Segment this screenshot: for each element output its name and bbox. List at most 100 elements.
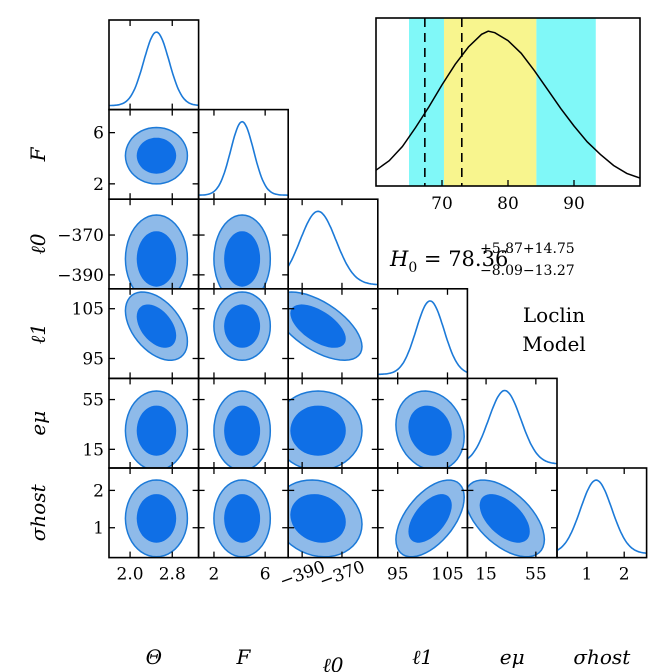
panel-3-1 (197, 287, 290, 380)
panel-content (109, 31, 199, 107)
panel-2-0: −390 −370 (57, 198, 200, 290)
y-axis-label-4: eμ (26, 411, 50, 436)
model-label-line1: Loclin (523, 303, 585, 327)
contour-68-4-0 (136, 405, 177, 456)
y-axis-label-1: F (26, 146, 50, 162)
contour-68-3-0 (136, 304, 177, 348)
contour-68-1-0 (136, 137, 177, 174)
y-tick-label: −370 (57, 226, 104, 246)
panel-content (124, 390, 189, 468)
x-tick-label: −370 (317, 557, 368, 592)
panel-2-2 (287, 198, 379, 290)
contour-68-2-1 (224, 231, 261, 287)
panel-content (213, 390, 272, 468)
x-axis-label-0: Θ (146, 645, 162, 669)
panel-frame (287, 198, 379, 290)
inset-x-tick-label: 90 (563, 194, 585, 214)
y-tick-label: 2 (93, 481, 104, 501)
y-tick-label: 2 (93, 175, 104, 195)
contour-68-3-2 (290, 304, 346, 348)
inset-x-tick-label: 70 (431, 194, 453, 214)
x-tick-label: 2 (619, 565, 630, 585)
panel-content (395, 479, 465, 558)
y-axis-label-5: σhost (26, 483, 50, 541)
inset-x-tick-label: 80 (497, 194, 519, 214)
contour-68-5-2 (290, 494, 346, 543)
panel-4-1 (197, 377, 290, 469)
panel-frame (556, 467, 648, 559)
inset-posterior-curve (375, 30, 641, 179)
y-tick-label: 105 (72, 300, 104, 320)
panel-0-0 (108, 19, 200, 111)
marginal-curve-σhost (557, 479, 647, 554)
h0-estimate: H0 = 78.36 (389, 247, 508, 276)
contour-68-3-1 (224, 304, 261, 348)
x-axis-label-3: ℓ1 (412, 645, 433, 669)
x-tick-label: 15 (475, 565, 497, 585)
panel-1-1 (197, 108, 290, 200)
panel-content (288, 390, 363, 468)
marginal-curve-eμ (467, 389, 557, 465)
x-tick-label: 2.0 (117, 565, 144, 585)
y-tick-label: −390 (57, 266, 104, 286)
y-axis-label-2: ℓ0 (26, 233, 50, 254)
contour-68-5-0 (136, 494, 177, 543)
panel-content (124, 291, 189, 361)
y-tick-label: 6 (93, 124, 104, 144)
x-axis-label-4: eμ (500, 645, 525, 669)
x-axis-label-5: σhost (573, 645, 631, 669)
panel-3-2 (287, 287, 379, 380)
marginal-curve-Θ (109, 31, 199, 107)
contour-68-5-1 (224, 494, 261, 543)
panel-3-0: 95 105 (72, 287, 200, 380)
y-tick-label: 1 (93, 519, 104, 539)
contour-68-4-3 (408, 405, 452, 456)
inset-band-1 (443, 18, 537, 186)
panel-content (288, 210, 378, 286)
panel-content (124, 214, 189, 289)
x-tick-label: 55 (525, 565, 547, 585)
panel-content (124, 126, 189, 185)
panel-content (213, 291, 272, 362)
panel-content (395, 390, 465, 468)
x-tick-label: 105 (431, 565, 463, 585)
y-tick-label: 15 (82, 440, 104, 460)
inset-band-0 (409, 18, 444, 186)
panel-content (213, 479, 272, 558)
panel-content (198, 120, 289, 196)
panel-frame (466, 377, 558, 469)
x-tick-label: 2.8 (159, 565, 186, 585)
contour-68-4-1 (224, 405, 261, 456)
contour-68-2-0 (136, 231, 177, 287)
x-tick-label: 2 (209, 565, 220, 585)
panel-content (377, 300, 468, 376)
x-axis-label-1: F (235, 645, 251, 669)
panel-3-3 (376, 287, 469, 380)
panel-content (288, 479, 363, 558)
h0-lower-errors: −8.09−13.27 (480, 263, 575, 279)
panel-frame (376, 287, 469, 380)
y-tick-label: 95 (82, 349, 104, 369)
h0-inset-plot: 70 80 90 (375, 17, 641, 214)
x-tick-label: 1 (581, 565, 592, 585)
contour-68-4-2 (290, 405, 346, 456)
contour-68-5-3 (408, 494, 452, 543)
panel-4-2 (287, 377, 379, 469)
panel-content (288, 291, 363, 362)
y-axis-label-3: ℓ1 (26, 323, 50, 344)
panel-1-0: 26 (93, 108, 200, 200)
x-tick-label: 6 (260, 565, 271, 585)
panel-content (467, 389, 557, 465)
contour-68-5-4 (479, 494, 530, 543)
panel-content (124, 479, 189, 558)
model-label-line2: Model (522, 332, 586, 356)
marginal-curve-F (198, 120, 289, 196)
marginal-curve-ℓ1 (377, 300, 468, 376)
panel-2-1 (197, 198, 290, 290)
